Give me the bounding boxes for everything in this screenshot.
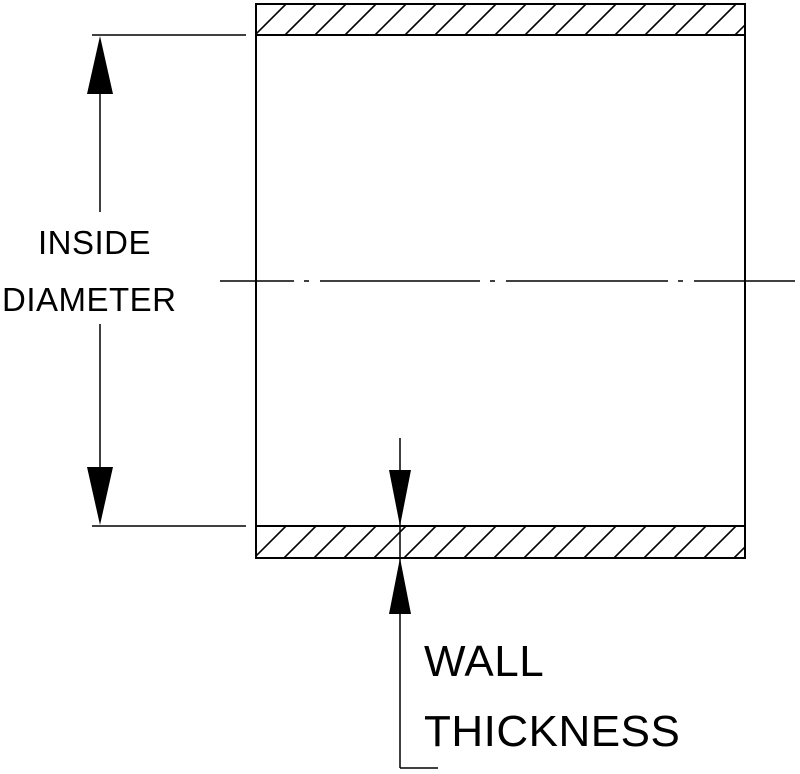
wall-thickness-dimension	[389, 438, 438, 769]
bottom-wall-section	[255, 525, 796, 559]
hatch-line	[256, 4, 257, 6]
hatch-line	[704, 4, 737, 35]
hatch-line	[673, 526, 707, 558]
hatch-line	[733, 545, 745, 558]
hatch-line	[464, 4, 497, 35]
hatch-line	[344, 4, 377, 35]
hatch-line	[765, 4, 796, 35]
hatch-line	[583, 526, 617, 558]
wt-arrow-up-icon	[389, 558, 411, 614]
inside-diameter-dimension	[87, 34, 246, 527]
hatch-line	[434, 4, 467, 35]
wt-arrow-down-icon	[389, 470, 411, 526]
hatch-line	[554, 4, 587, 35]
hatch-line	[734, 23, 745, 35]
bottom-wall-hatching	[256, 526, 796, 558]
hatch-line	[644, 4, 677, 35]
hatch-line	[764, 526, 796, 558]
hatch-line	[284, 4, 317, 35]
top-wall-section	[255, 3, 796, 36]
hatch-line	[613, 526, 647, 558]
hatch-line	[256, 526, 257, 528]
top-wall-outline	[255, 3, 746, 36]
hatch-line	[373, 526, 407, 558]
hatch-line	[433, 526, 467, 558]
inside-diameter-label-line2: DIAMETER	[2, 281, 177, 318]
bottom-wall-outline	[255, 525, 746, 559]
hatch-line	[553, 526, 587, 558]
hatch-line	[584, 4, 617, 35]
hatch-line	[674, 4, 707, 35]
hatch-line	[256, 4, 287, 35]
id-arrow-up-icon	[87, 36, 113, 94]
inside-diameter-label-line1: INSIDE	[38, 224, 152, 261]
hatch-line	[404, 4, 437, 35]
hatch-line	[494, 4, 527, 35]
hatch-line	[314, 4, 347, 35]
top-wall-hatching	[256, 4, 796, 35]
hatch-line	[403, 526, 437, 558]
hatch-line	[313, 526, 347, 558]
hatch-line	[374, 4, 407, 35]
hatch-line	[256, 526, 287, 558]
hatch-line	[524, 4, 557, 35]
wall-thickness-label-line1: WALL	[424, 637, 545, 686]
hatch-line	[523, 526, 557, 558]
hatch-line	[493, 526, 527, 558]
hatch-line	[283, 526, 317, 558]
hatch-line	[614, 4, 647, 35]
id-arrow-down-icon	[87, 467, 113, 525]
wall-thickness-label-line2: THICKNESS	[424, 707, 681, 756]
hatch-line	[463, 526, 497, 558]
hatch-line	[643, 526, 677, 558]
hatch-line	[343, 526, 377, 558]
hatch-line	[703, 526, 737, 558]
